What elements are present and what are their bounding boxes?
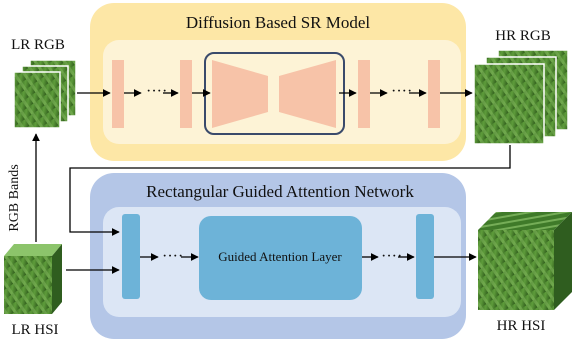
diffusion-sr-model: Diffusion Based SR Model ···· ···· [90, 3, 466, 161]
diffusion-block-2 [180, 60, 192, 128]
diffusion-dots-right: ···· [391, 83, 412, 100]
diffusion-block-1 [112, 60, 124, 128]
attention-layer-label: Guided Attention Layer [218, 249, 342, 264]
diffusion-block-3 [358, 60, 370, 128]
lr-hsi-label: LR HSI [11, 322, 58, 338]
attention-title: Rectangular Guided Attention Network [146, 182, 414, 201]
hr-rgb-to-attention-arrow [69, 145, 511, 236]
unet-encoder [212, 60, 268, 128]
attention-network: Rectangular Guided Attention Network Gui… [90, 173, 466, 339]
unet-module [204, 52, 345, 135]
attention-dots-left: ···· [162, 248, 183, 265]
attention-block-1 [122, 214, 140, 299]
hr-rgb-label: HR RGB [495, 28, 550, 44]
rgb-bands-label: RGB Bands [7, 164, 22, 231]
hr-hsi-cube: HR HSI [478, 212, 572, 334]
lr-rgb-label: LR RGB [11, 37, 65, 53]
lr-hsi-cube: LR HSI [4, 244, 62, 338]
diffusion-title: Diffusion Based SR Model [186, 13, 371, 32]
attention-block-2 [416, 214, 434, 299]
unet-decoder [279, 60, 336, 128]
diffusion-dots-left: ···· [146, 83, 167, 100]
attention-dots-right: ···· [381, 248, 402, 265]
lr-rgb-image-stack: LR RGB [11, 37, 77, 129]
diffusion-block-4 [428, 60, 440, 128]
hr-hsi-label: HR HSI [497, 318, 546, 334]
hr-rgb-image-stack: HR RGB [473, 28, 569, 145]
attention-layer-box [199, 216, 362, 300]
